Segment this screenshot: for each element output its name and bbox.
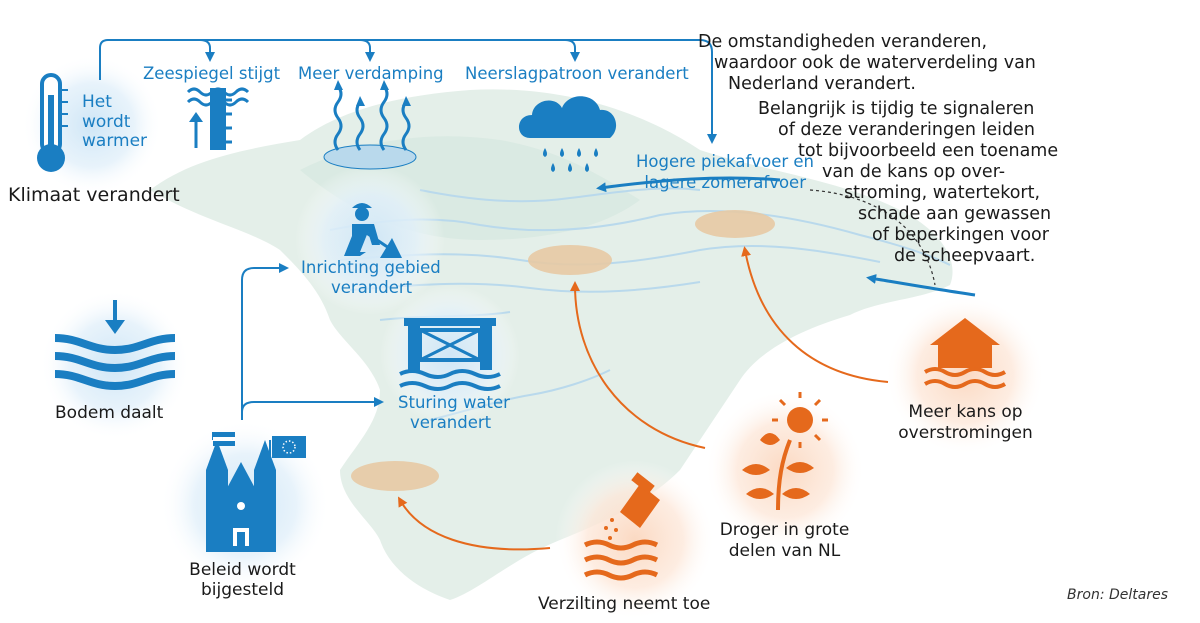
label-neerslagpatroon: Neerslagpatroon verandert xyxy=(465,64,689,83)
inflow-arrow-right xyxy=(866,274,976,297)
label-inrichting: Inrichting gebied verandert xyxy=(301,258,441,298)
evaporation-icon xyxy=(323,80,417,170)
text-line: of deze veranderingen leiden xyxy=(778,120,1035,140)
church-icon xyxy=(206,432,276,552)
explanation-intro: De omstandigheden veranderen, waardoor o… xyxy=(658,32,1178,95)
label-line: Meer kans op xyxy=(908,402,1023,422)
text-line: de scheepvaart. xyxy=(894,246,1036,266)
text-line: of beperkingen voor xyxy=(872,225,1049,245)
label-klimaat-verandert: Klimaat verandert xyxy=(8,184,180,206)
label-overstromingen: Meer kans op overstromingen xyxy=(888,402,1043,445)
climate-connector xyxy=(99,39,717,144)
eu-flag-icon xyxy=(269,436,306,470)
label-verzilting: Verzilting neemt toe xyxy=(538,594,711,614)
text-line: waardoor ook de waterverdeling van xyxy=(714,53,1036,73)
worker-icon xyxy=(344,203,402,258)
explanation-text: De omstandigheden veranderen, waardoor o… xyxy=(658,32,1178,267)
explanation-detail: Belangrijk is tijdig te signaleren of de… xyxy=(658,99,1178,267)
drought-plant-icon xyxy=(742,392,828,511)
thermometer-icon xyxy=(37,73,68,172)
label-meer-verdamping: Meer verdamping xyxy=(298,64,444,83)
label-bodem-daalt: Bodem daalt xyxy=(55,403,164,423)
label-line: Hogere piekafvoer en xyxy=(636,152,814,171)
label-line: delen van NL xyxy=(728,541,841,562)
region-east xyxy=(695,210,775,238)
dashed-connector xyxy=(809,189,936,286)
region-north xyxy=(528,245,612,275)
text-line: Nederland verandert. xyxy=(728,74,916,94)
label-sturing: Sturing water verandert xyxy=(398,393,510,433)
text-line: tot bijvoorbeeld een toename xyxy=(798,141,1059,161)
label-droger: Droger in grote delen van NL xyxy=(712,520,857,563)
label-afvoer: Hogere piekafvoer en lagere zomerafvoer xyxy=(636,152,814,193)
label-line: Inrichting gebied xyxy=(301,258,441,277)
label-line: warmer xyxy=(82,131,148,152)
inflow-arrow-top xyxy=(596,176,781,193)
label-line: verandert xyxy=(410,412,492,432)
label-het-wordt-warmer: Het wordt warmer xyxy=(82,92,148,152)
label-line: bijgesteld xyxy=(201,580,284,601)
label-line: Het xyxy=(82,92,112,112)
blue-arrows xyxy=(241,263,384,420)
label-line: verandert xyxy=(331,277,413,297)
label-line: lagere zomerafvoer xyxy=(644,172,806,192)
text-line: De omstandigheden veranderen, xyxy=(698,32,988,52)
subsidence-icon xyxy=(54,300,176,391)
text-line: Belangrijk is tijdig te signaleren xyxy=(758,99,1035,119)
flooded-house-icon xyxy=(923,318,1007,389)
label-zeespiegel-stijgt: Zeespiegel stijgt xyxy=(143,64,281,83)
text-line: van de kans op over- xyxy=(822,162,1006,182)
region-southwest xyxy=(351,461,439,491)
label-beleid: Beleid wordt bijgesteld xyxy=(180,560,305,601)
label-line: Droger in grote xyxy=(719,520,850,540)
label-line: wordt xyxy=(82,111,131,132)
label-line: Beleid wordt xyxy=(189,560,296,580)
text-line: schade aan gewassen xyxy=(858,204,1052,224)
salt-shaker-icon xyxy=(583,472,660,581)
text-line: stroming, watertekort, xyxy=(844,183,1041,203)
rain-cloud-icon xyxy=(518,96,617,172)
source-credit: Bron: Deltares xyxy=(1067,587,1168,603)
label-line: overstromingen xyxy=(898,423,1033,444)
orange-arrows xyxy=(398,246,889,551)
sea-level-icon xyxy=(186,87,250,150)
label-line: Sturing water xyxy=(398,393,510,412)
weir-icon xyxy=(399,318,501,391)
